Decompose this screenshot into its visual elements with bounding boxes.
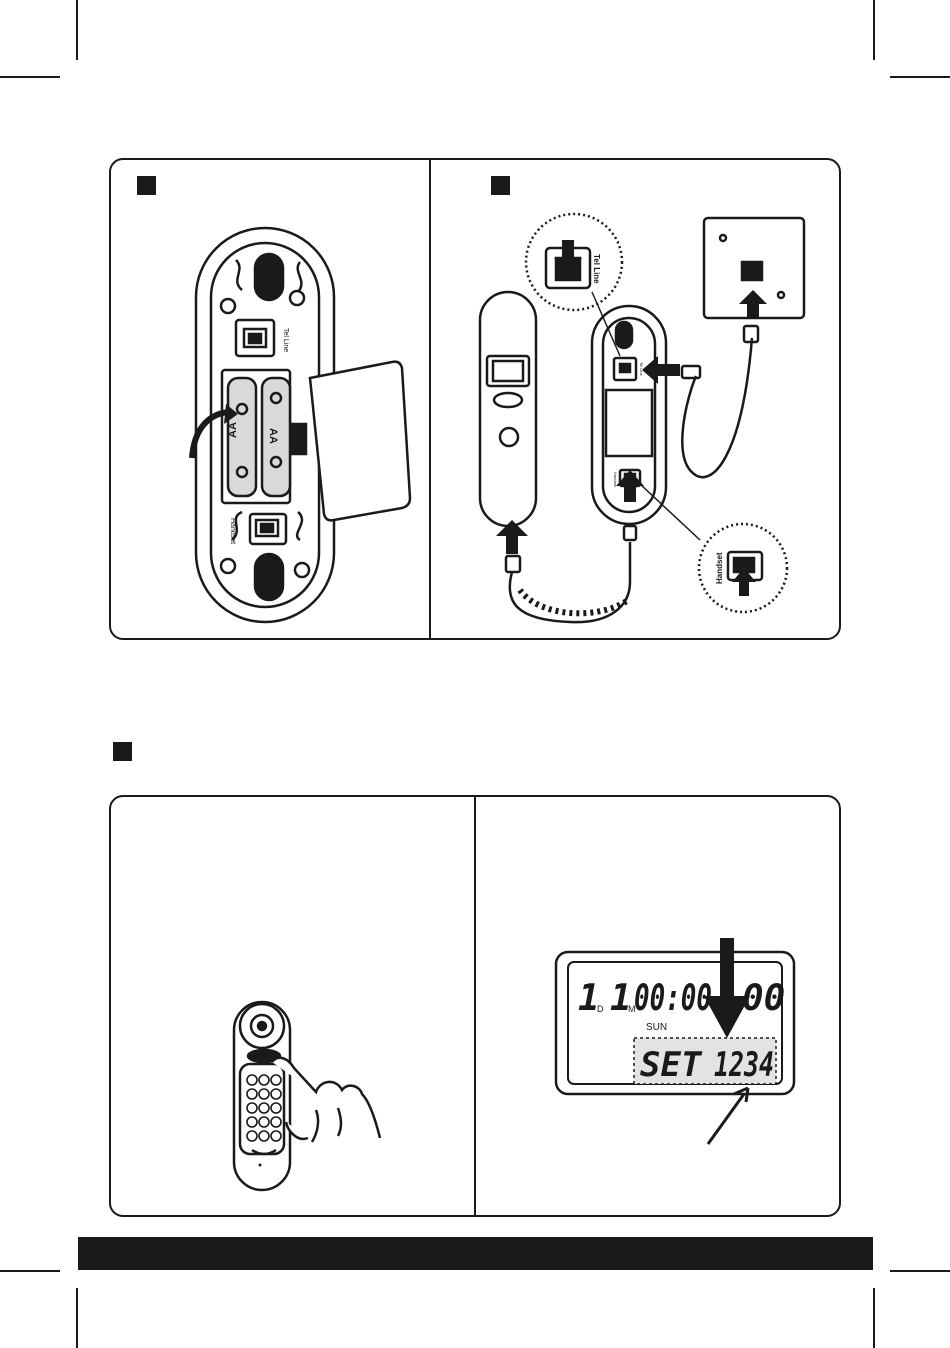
- lcd-code-value: 1234: [714, 1045, 774, 1085]
- footer-bar: [78, 1237, 873, 1270]
- pointer-arrow-icon: [708, 1088, 748, 1144]
- lcd-mode-value: SET: [640, 1045, 703, 1085]
- lcd-time-value: 00:00: [634, 978, 712, 1019]
- lcd-day-unit: D: [597, 1004, 604, 1014]
- lcd-weekday: SUN: [646, 1022, 667, 1033]
